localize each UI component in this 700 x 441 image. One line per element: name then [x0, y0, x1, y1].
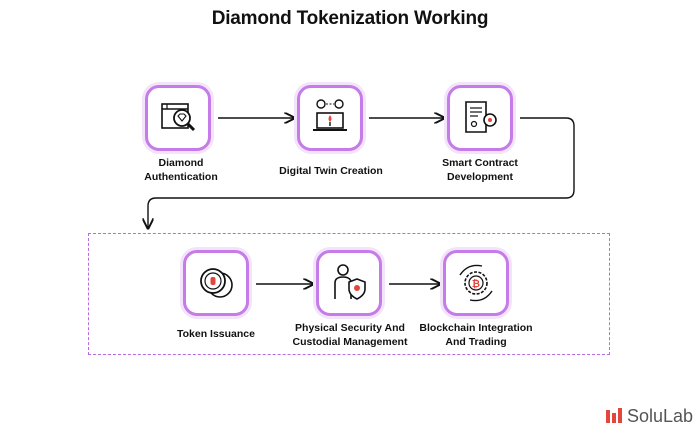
step-digital-twin-creation [297, 85, 363, 151]
bitcoin-cycle-icon: ₿ [459, 264, 493, 302]
solulab-logo-icon [606, 408, 622, 423]
brand-name: SoluLab [627, 405, 694, 426]
step-smart-contract-development [447, 85, 513, 151]
step-token-issuance [183, 250, 249, 316]
contract-gear-icon [465, 101, 497, 133]
step-blockchain-integration: ₿ [443, 250, 509, 316]
second-stage-group [88, 233, 610, 355]
brand-logo: SoluLab [605, 405, 693, 427]
step-physical-security [316, 250, 382, 316]
step-label: Token Issuance [176, 328, 255, 340]
coins-token-icon [200, 268, 233, 298]
step-diamond-authentication [145, 85, 211, 151]
step-label: Digital Twin Creation [279, 165, 383, 177]
arrow-3-4 [148, 117, 575, 228]
svg-text:₿: ₿ [472, 278, 480, 290]
diamond-magnifier-icon [161, 103, 196, 132]
laptop-bulbs-icon [313, 99, 347, 131]
guard-shield-icon [334, 264, 366, 300]
diagram-title: Diamond Tokenization Working [211, 8, 489, 29]
